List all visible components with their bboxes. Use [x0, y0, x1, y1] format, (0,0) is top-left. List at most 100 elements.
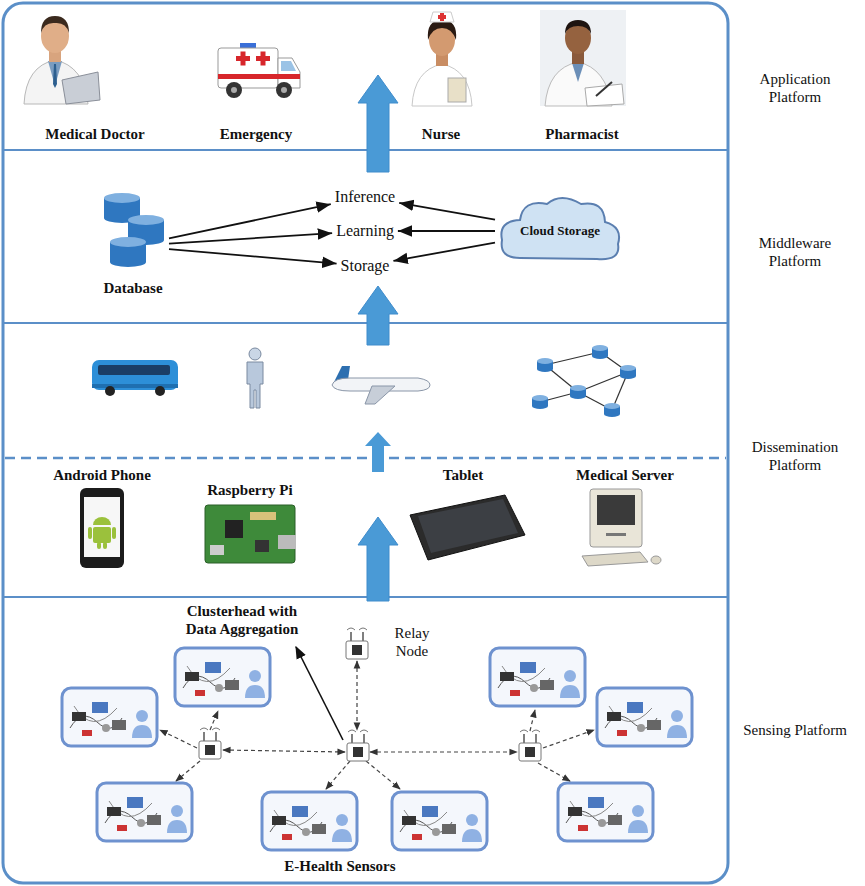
- android-phone-icon: [80, 488, 124, 568]
- device-node: Raspberry Pi: [200, 479, 300, 569]
- raspberry-pi-icon: [225, 520, 243, 538]
- sensor-node: [519, 730, 541, 761]
- pharmacist-icon: [565, 20, 591, 34]
- sensor-box: [558, 783, 653, 841]
- relay-node-icon: [346, 628, 368, 659]
- role-node: Nurse: [409, 8, 473, 148]
- role-node: Emergency: [211, 8, 301, 148]
- database-icon: [110, 237, 146, 247]
- data-arrow: [169, 204, 331, 238]
- ambulance-icon: [281, 87, 287, 93]
- flow-arrow: [358, 517, 398, 601]
- wireless-link: [176, 761, 200, 781]
- raspberry-pi-icon: [205, 505, 295, 563]
- server-icon: [606, 533, 626, 536]
- plane-icon: [332, 366, 430, 404]
- sensor-box: [490, 648, 585, 706]
- platform-band: Application PlatformMedical DoctorEmerge…: [3, 3, 728, 150]
- role-node: Medical Doctor: [39, 8, 151, 148]
- person-icon: [247, 348, 263, 408]
- wireless-link: [210, 711, 218, 730]
- node-label: Medical Doctor: [45, 125, 145, 143]
- process-label: Inference: [331, 185, 399, 208]
- bus-icon: [92, 360, 178, 390]
- band-divider: [3, 150, 728, 597]
- node-label: Raspberry Pi: [207, 481, 292, 499]
- ambulance-icon: [241, 52, 246, 66]
- node-label: Storage: [341, 256, 390, 275]
- flow-arrow: [358, 286, 398, 345]
- platform-band: Sensing Platform: [3, 597, 728, 883]
- process-label: Learning: [332, 219, 398, 242]
- doctor-icon: [24, 16, 100, 104]
- device-node: Android Phone: [47, 464, 157, 574]
- pharmacist-icon: [540, 10, 626, 106]
- wireless-link: [530, 710, 535, 731]
- tablet-icon: [418, 499, 518, 553]
- network-icon: [540, 352, 628, 410]
- node-label: Database: [103, 279, 162, 297]
- android-phone-icon: [103, 542, 107, 549]
- annotation-label: E-Health Sensors: [240, 857, 440, 875]
- server-icon: [582, 552, 648, 566]
- platform-label: Middleware Platform: [732, 234, 858, 270]
- network-icon: [532, 395, 548, 401]
- node-label: Cloud Storage: [520, 223, 600, 239]
- platform-band: Dissemination PlatformAndroid PhoneRaspb…: [3, 323, 728, 597]
- sensor-box: [97, 783, 192, 841]
- network-icon: [570, 385, 586, 391]
- bus-icon: [92, 360, 178, 396]
- flow-arrow: [358, 75, 398, 172]
- node-label: Tablet: [443, 466, 483, 484]
- raspberry-pi-icon: [278, 535, 296, 549]
- android-phone-icon: [80, 488, 124, 568]
- android-phone-icon: [93, 517, 111, 525]
- bus-icon: [155, 386, 165, 396]
- data-arrow: [393, 243, 495, 261]
- wireless-link: [326, 761, 350, 789]
- dashed-divider: [5, 457, 726, 460]
- ambulance-icon: [218, 74, 300, 79]
- node-label: Pharmacist: [545, 125, 618, 143]
- wireless-link: [543, 730, 594, 748]
- ambulance-icon: [226, 82, 242, 98]
- server-icon: [590, 489, 642, 547]
- network-icon: [604, 403, 620, 409]
- nurse-icon: [412, 12, 472, 106]
- data-arrow: [399, 203, 495, 220]
- database-icon: [104, 193, 140, 203]
- wireless-link: [370, 751, 517, 752]
- network-icon: [545, 352, 600, 365]
- annotation-label: Clusterhead with Data Aggregation: [172, 602, 312, 638]
- sensor-box: [62, 688, 157, 746]
- node-label: Inference: [335, 187, 395, 206]
- device-node: Medical Server: [570, 464, 680, 570]
- wireless-link: [160, 661, 594, 789]
- node-label: Android Phone: [53, 466, 151, 484]
- network-icon: [537, 358, 553, 364]
- cloud-shape: [501, 198, 619, 259]
- nurse-icon: [438, 15, 446, 19]
- data-arrow: [169, 233, 332, 244]
- sensor-box: [597, 688, 692, 746]
- sensor-box: [392, 792, 487, 850]
- wireless-link: [538, 763, 570, 781]
- nurse-icon: [428, 20, 456, 40]
- ambulance-icon: [218, 43, 300, 98]
- data-arrow: [169, 249, 337, 263]
- platform-label: Sensing Platform: [732, 721, 858, 739]
- bus-icon: [92, 384, 178, 388]
- raspberry-pi-icon: [255, 540, 269, 552]
- ambulance-icon: [240, 43, 256, 48]
- database-icon: [104, 193, 164, 267]
- plane-icon: [365, 386, 395, 404]
- person-icon: [249, 348, 261, 360]
- outer-frame: [3, 3, 728, 883]
- doctor-icon: [41, 16, 69, 33]
- ambulance-icon: [218, 48, 278, 88]
- network-icon: [620, 365, 636, 371]
- band-divider: [3, 322, 728, 324]
- pharmacist-icon: [572, 63, 584, 82]
- node-label: Learning: [336, 221, 394, 240]
- android-phone-icon: [93, 527, 111, 543]
